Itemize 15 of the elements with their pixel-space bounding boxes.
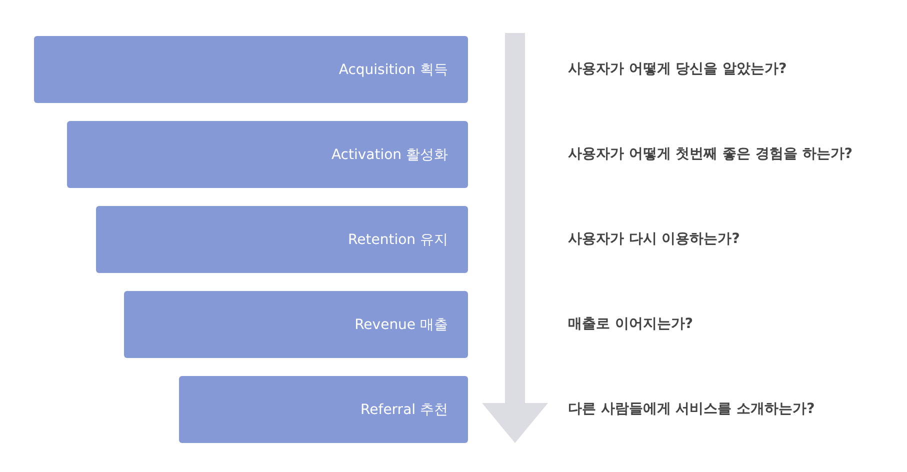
funnel-bar [96, 206, 468, 273]
question-text: 사용자가 어떻게 당신을 알았는가? [568, 60, 787, 78]
question-text: 사용자가 어떻게 첫번째 좋은 경험을 하는가? [568, 145, 852, 163]
funnel-bar [34, 36, 468, 103]
stage-label: Retention 유지 [348, 230, 448, 248]
stage-label: Activation 활성화 [331, 146, 448, 164]
question-text: 사용자가 다시 이용하는가? [568, 230, 740, 248]
funnel-bar [67, 121, 468, 188]
funnel-bar [179, 376, 468, 443]
question-text: 다른 사람들에게 서비스를 소개하는가? [568, 400, 815, 418]
stage-label: Acquisition 획득 [338, 60, 448, 78]
funnel-bar [124, 291, 468, 358]
question-text: 매출로 이어지는가? [568, 315, 693, 333]
stage-label: Referral 추천 [360, 400, 448, 418]
stage-label: Revenue 매출 [354, 316, 448, 334]
